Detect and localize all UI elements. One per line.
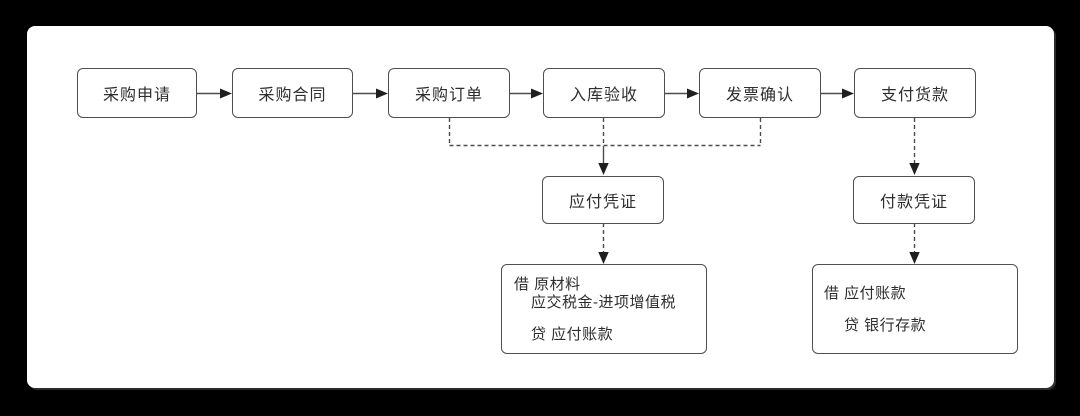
payable-voucher-box: 应付凭证 bbox=[542, 176, 664, 224]
step-purchase-request: 采购申请 bbox=[77, 68, 197, 118]
payment-voucher-box: 付款凭证 bbox=[853, 176, 975, 224]
entry-payable-credit-line: 贷 应付账款 bbox=[531, 326, 614, 343]
step-warehouse-inspection-label: 入库验收 bbox=[569, 87, 638, 104]
journal-entry-payable: 借 原材料 应交税金-进项增值税 贷 应付账款 bbox=[501, 264, 707, 354]
step-payment-label: 支付货款 bbox=[880, 87, 949, 104]
step-purchase-contract-label: 采购合同 bbox=[258, 87, 327, 104]
step-payment: 支付货款 bbox=[854, 68, 976, 118]
step-purchase-request-label: 采购申请 bbox=[102, 87, 171, 104]
entry-payable-debit-line2: 应交税金-进项增值税 bbox=[531, 294, 676, 311]
entry-payment-credit-line: 贷 银行存款 bbox=[844, 317, 927, 334]
payment-voucher-label: 付款凭证 bbox=[879, 194, 948, 211]
entry-payable-debit-line1: 借 原材料 bbox=[514, 276, 581, 293]
step-invoice-confirmation: 发票确认 bbox=[699, 68, 821, 118]
step-purchase-order-label: 采购订单 bbox=[414, 87, 483, 104]
step-warehouse-inspection: 入库验收 bbox=[543, 68, 665, 118]
step-purchase-order: 采购订单 bbox=[388, 68, 510, 118]
journal-entry-payment: 借 应付账款 贷 银行存款 bbox=[812, 264, 1018, 354]
payable-voucher-label: 应付凭证 bbox=[568, 194, 637, 211]
step-invoice-confirmation-label: 发票确认 bbox=[725, 87, 794, 104]
entry-payment-debit-line1: 借 应付账款 bbox=[824, 285, 907, 302]
step-purchase-contract: 采购合同 bbox=[232, 68, 353, 118]
